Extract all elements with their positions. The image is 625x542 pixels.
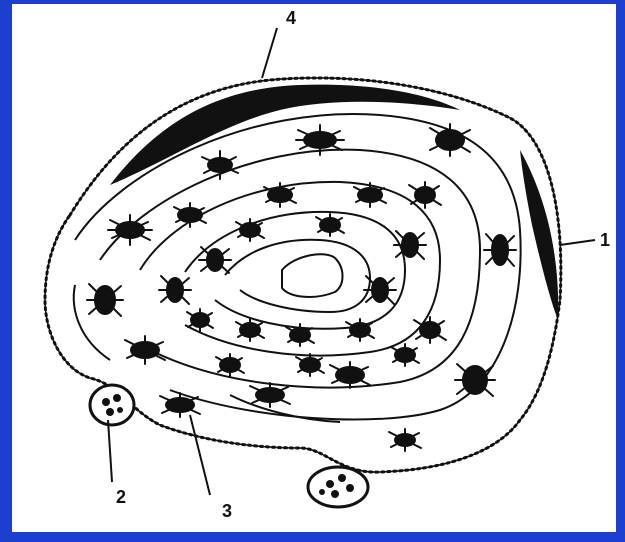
label-3: 3 xyxy=(222,501,232,521)
leader-line-4 xyxy=(262,28,277,78)
osteon-diagram: 4 1 2 3 xyxy=(12,4,616,532)
label-2: 2 xyxy=(116,487,126,507)
label-1: 1 xyxy=(600,230,610,250)
diagram-canvas: 4 1 2 3 xyxy=(12,4,616,532)
vessel-bottom xyxy=(308,467,368,507)
label-4: 4 xyxy=(286,8,296,28)
leader-line-1 xyxy=(560,240,595,245)
leader-line-2 xyxy=(108,420,112,482)
vessel-left xyxy=(90,385,134,425)
